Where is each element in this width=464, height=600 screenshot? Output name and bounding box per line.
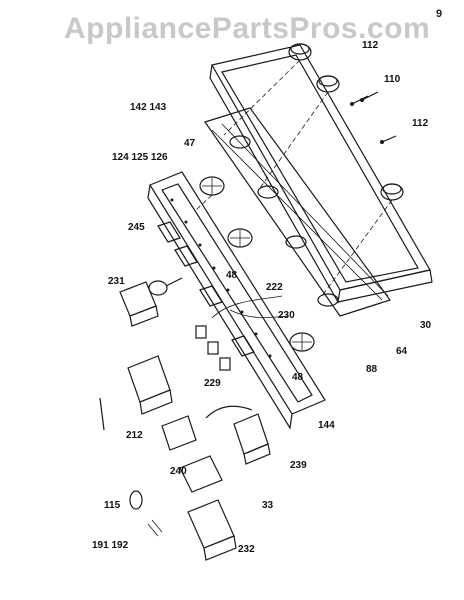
callout-112-top: 112 — [362, 40, 379, 51]
callout-212: 212 — [126, 430, 143, 441]
callout-240: 240 — [170, 466, 187, 477]
callout-229: 229 — [204, 378, 221, 389]
callout-231: 231 — [108, 276, 125, 287]
leader-lines — [195, 59, 393, 297]
switch-231 — [119, 281, 159, 327]
callout-47: 47 — [184, 138, 196, 149]
switch-239 — [233, 413, 271, 465]
knob-112-right — [380, 183, 404, 201]
callout-110: 110 — [384, 74, 401, 85]
switches-229 — [195, 325, 231, 371]
wire-222 — [211, 295, 283, 319]
callout-191-192: 191 192 — [92, 540, 129, 551]
dial-48-lower — [289, 332, 315, 352]
screws-110 — [350, 91, 397, 144]
part-245 — [148, 277, 183, 296]
wire-230 — [229, 309, 289, 319]
callout-48-lower: 48 — [292, 372, 304, 383]
glass-panel — [204, 107, 391, 317]
switch-212 — [99, 355, 173, 431]
control-panel — [147, 171, 326, 430]
dial-47 — [199, 176, 225, 196]
callout-124-125-126: 124 125 126 — [112, 152, 168, 163]
callout-labels: 112 110 112 142 143 47 124 125 126 245 2… — [92, 40, 432, 555]
callout-239: 239 — [290, 460, 307, 471]
part-240 — [161, 415, 197, 451]
callout-144: 144 — [318, 420, 335, 431]
callout-230: 230 — [278, 310, 295, 321]
callout-112-right: 112 — [412, 118, 429, 129]
knob-112-top — [288, 43, 312, 61]
watermark: AppliancePartsPros.com — [64, 12, 431, 45]
callout-48-upper: 48 — [226, 270, 238, 281]
callout-222: 222 — [266, 282, 283, 293]
callout-30: 30 — [420, 320, 432, 331]
callout-142-143: 142 143 — [130, 102, 167, 113]
switch-232 — [187, 499, 237, 561]
callout-232: 232 — [238, 544, 255, 555]
callout-115: 115 — [104, 500, 121, 511]
wires-191-192 — [147, 519, 163, 537]
part-144 — [205, 405, 253, 419]
callout-88: 88 — [366, 364, 378, 375]
part-33 — [179, 455, 223, 493]
page-number: 9 — [436, 8, 443, 20]
callout-245: 245 — [128, 222, 145, 233]
bulb-115 — [129, 490, 143, 510]
callout-64: 64 — [396, 346, 408, 357]
callout-33: 33 — [262, 500, 274, 511]
dial-48-upper — [227, 228, 253, 248]
knob-112-mid — [316, 75, 340, 93]
